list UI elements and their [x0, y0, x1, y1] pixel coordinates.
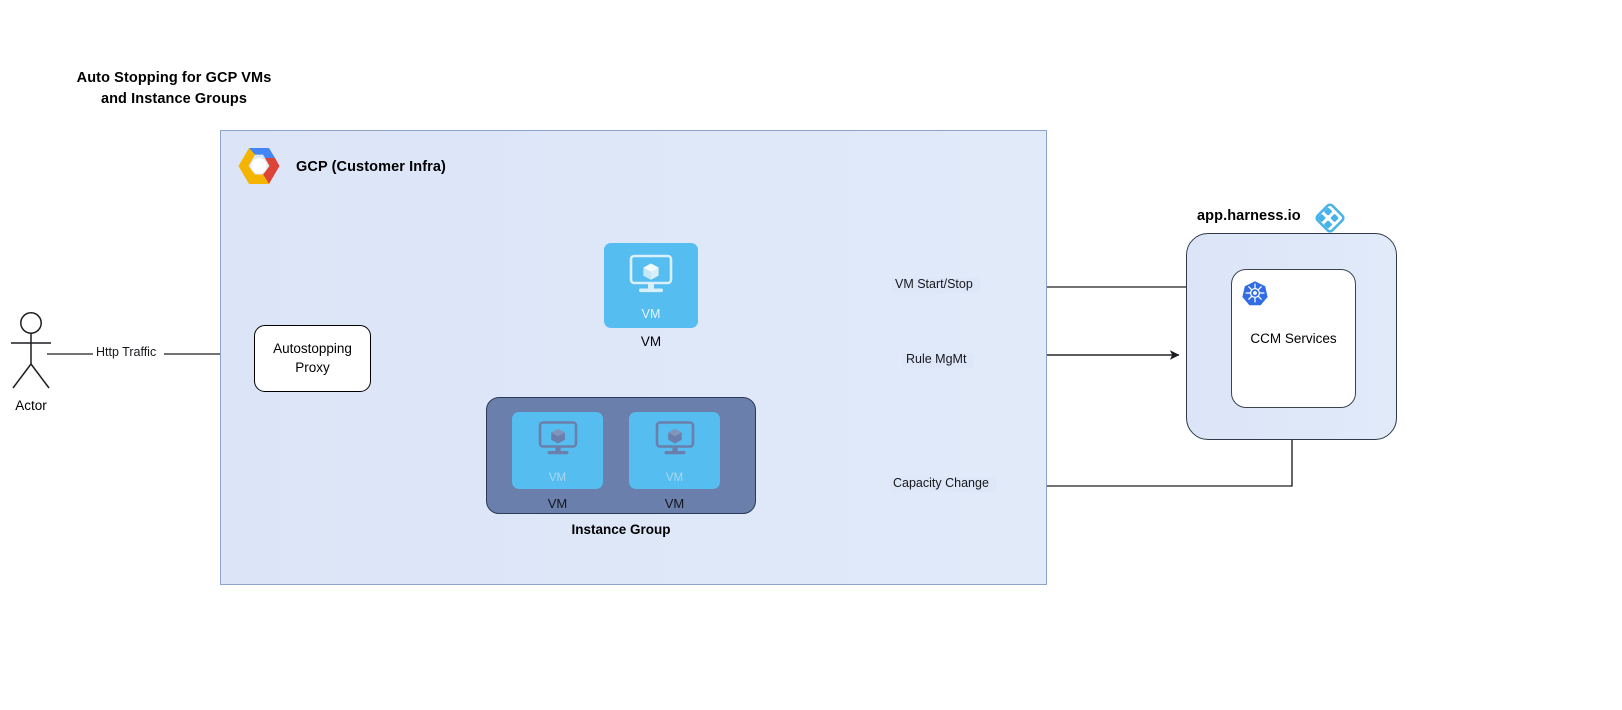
edge-label-rule-mgmt: Rule MgMt [906, 352, 967, 366]
autostopping-proxy-label-line-1: Autostopping [273, 341, 352, 357]
autostopping-proxy-node[interactable]: Autostopping Proxy [254, 325, 371, 392]
instance-group-vm-1[interactable]: VM [512, 412, 603, 489]
instance-group-vm-1-inner-label: VM [548, 472, 567, 484]
vm-node-caption: VM [640, 334, 662, 349]
edge-label-mask-rule-mgmt [903, 353, 974, 368]
vm-monitor-cube-icon [655, 421, 694, 455]
page-title: Auto Stopping for GCP VMs and Instance G… [44, 68, 304, 110]
instance-group-caption: Instance Group [571, 522, 671, 537]
edge-label-mask-http-traffic [93, 346, 164, 361]
gcp-hexagon-logo-icon [238, 148, 280, 184]
vm-node[interactable]: VM [604, 243, 698, 328]
edge-label-capacity-change: Capacity Change [893, 476, 989, 490]
gcp-panel-label: GCP (Customer Infra) [296, 159, 446, 175]
vm-node-inner-label: VM [641, 307, 661, 321]
vm-monitor-cube-icon [629, 254, 673, 293]
harness-diamond-logo-icon [1315, 203, 1345, 233]
edge-label-mask-vm-start-stop [892, 278, 980, 293]
instance-group-vm-2-inner-label: VM [665, 472, 684, 484]
instance-group-vm-1-caption: VM [547, 496, 568, 511]
page-title-line-1: Auto Stopping for GCP VMs [76, 70, 272, 86]
stick-figure-actor-icon [11, 312, 51, 389]
harness-app-label: app.harness.io [1197, 208, 1301, 224]
instance-group-vm-2-caption: VM [664, 496, 685, 511]
instance-group-node[interactable]: VM VM VM VM [486, 397, 756, 514]
ccm-services-node[interactable]: CCM Services [1231, 269, 1356, 408]
edge-label-vm-start-stop: VM Start/Stop [895, 277, 973, 291]
kubernetes-helm-icon [1242, 281, 1268, 306]
instance-group-vm-2[interactable]: VM [629, 412, 720, 489]
page-title-line-2: and Instance Groups [100, 91, 248, 108]
edge-label-http-traffic: Http Traffic [96, 345, 157, 359]
edge-label-mask-capacity-change [890, 477, 996, 492]
actor-label: Actor [15, 398, 47, 413]
ccm-services-label: CCM Services [1250, 331, 1337, 346]
autostopping-proxy-label-line-2: Proxy [295, 359, 330, 375]
vm-monitor-cube-icon [538, 421, 577, 455]
